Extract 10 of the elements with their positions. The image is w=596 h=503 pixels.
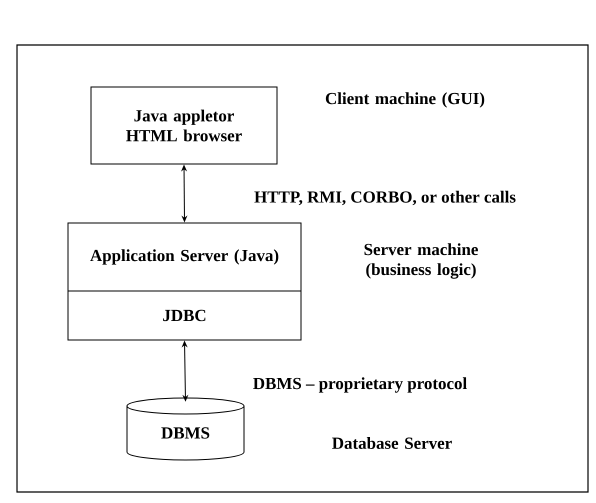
process-box: Application Server (Java) <box>68 222 302 292</box>
database-cylinder: DBMS <box>126 397 244 460</box>
node-caption: Client machine (GUI) <box>326 92 484 108</box>
process-box: JDBC <box>68 290 302 340</box>
node-label: DBMS <box>161 427 210 439</box>
edge-label: DBMS – proprietary protocol <box>252 376 468 394</box>
process-box: Java appletor HTML browser <box>90 86 278 164</box>
node-caption: Server machine (business logic) <box>364 243 478 279</box>
side-label: Database Server <box>332 437 452 449</box>
edge-label: HTTP, RMI, CORBO, or other calls <box>253 190 517 206</box>
